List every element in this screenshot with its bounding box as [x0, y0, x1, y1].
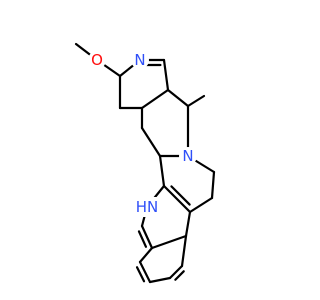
- amine-nitrogen-label: N: [182, 147, 193, 165]
- oxygen-label: O: [91, 51, 103, 69]
- bond-c8-me2: [186, 94, 206, 108]
- indole-nh-label: HN: [136, 198, 159, 216]
- bond-c20-c15: [150, 234, 188, 250]
- bond-c19-c20: [180, 234, 188, 268]
- bond-c3-c4: [162, 58, 170, 92]
- bond-c4-c8: [166, 88, 190, 108]
- bond-c11-c12: [188, 196, 214, 214]
- bond-c13-c9: [158, 154, 166, 188]
- bond-c7-c9: [140, 126, 162, 158]
- molecule-structure: O N N HN: [74, 42, 216, 284]
- bond-c4-c5: [140, 88, 170, 110]
- bond-c12-c13-second: [170, 185, 191, 206]
- bond-c18-c19-second: [174, 270, 185, 281]
- bond-c16-c17-second: [135, 266, 146, 283]
- imine-nitrogen-label: N: [134, 51, 145, 69]
- bond-c14-c15-second: [137, 230, 148, 248]
- atom-nitrogen-imine: N: [131, 51, 149, 69]
- bond-c12-c13: [162, 184, 192, 214]
- bond-c10-c11: [210, 170, 216, 200]
- bond-c15-c16: [138, 246, 154, 264]
- bond-c18-c19: [168, 264, 184, 280]
- atom-oxygen-methoxy: O: [88, 51, 106, 69]
- bond-c16-c17: [138, 260, 152, 284]
- bond-c20-c12: [184, 210, 192, 238]
- bond-c17-c18: [148, 276, 172, 284]
- atom-nitrogen-indole: HN: [132, 197, 162, 217]
- bond-c14-c15: [140, 224, 154, 250]
- atom-nitrogen-amine: N: [179, 147, 197, 165]
